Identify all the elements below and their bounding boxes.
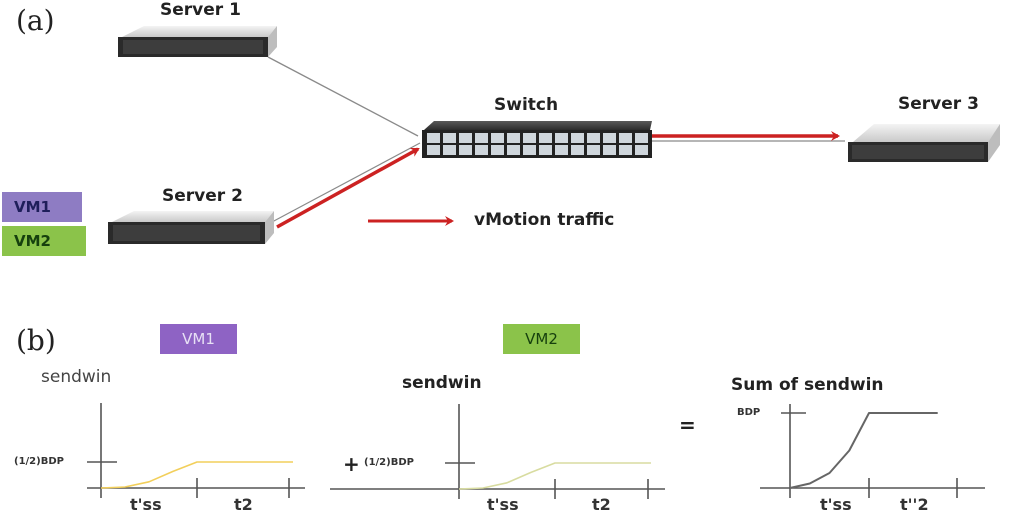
switch-port (491, 145, 504, 155)
switch-port (587, 133, 600, 143)
chart3-xlabel-2: t''2 (900, 495, 929, 514)
vm2-tag-label: VM2 (525, 330, 558, 348)
chart1-xlabel-2-text: t2 (234, 495, 253, 514)
chart1-ytick-label: (1/2)BDP (14, 456, 64, 467)
switch-port (507, 145, 520, 155)
vm2-box-label: VM2 (14, 232, 51, 250)
switch-port (459, 133, 472, 143)
switch-label: Switch (494, 95, 559, 115)
switch-port (603, 133, 616, 143)
equals-operator: = (679, 413, 696, 437)
panel-b-label: (b) (16, 324, 56, 357)
switch-port (555, 133, 568, 143)
vm1-tag: VM1 (160, 324, 237, 354)
switch-port (523, 145, 536, 155)
switch-port (539, 133, 552, 143)
switch-port (635, 133, 648, 143)
panel-a-label: (a) (16, 4, 55, 37)
switch-port (443, 133, 456, 143)
chart3-xlabel-1-text: t'ss (820, 495, 852, 514)
chart1-xlabel-1: t'ss (130, 495, 162, 514)
switch-port (587, 145, 600, 155)
chart3-series-line (789, 412, 938, 489)
switch-port (635, 145, 648, 155)
chart1-xlabel-1-text: t'ss (130, 495, 162, 514)
switch-port (427, 133, 440, 143)
switch-port (459, 145, 472, 155)
vm1-box: VM1 (2, 192, 82, 222)
vmotion-arrow-server2-switch (276, 147, 420, 229)
vm1-box-label: VM1 (14, 198, 51, 216)
switch-port (507, 133, 520, 143)
chart1-title: sendwin (41, 367, 112, 387)
switch-port (443, 145, 456, 155)
chart2-xlabel-2: t2 (592, 495, 611, 514)
link-server1-switch (267, 56, 419, 137)
switch-port (475, 145, 488, 155)
switch-port (491, 133, 504, 143)
chart2-xlabel-1-text: t'ss (487, 495, 519, 514)
plus-operator: + (343, 452, 360, 476)
server2-icon (108, 211, 274, 244)
switch-port (603, 145, 616, 155)
chart3-title: Sum of sendwin (731, 375, 884, 395)
chart2-ytick-label: (1/2)BDP (364, 457, 414, 468)
legend-label: vMotion traffic (474, 210, 615, 230)
vm2-tag: VM2 (503, 324, 580, 354)
chart2-series-line (458, 462, 651, 490)
chart3-ytick-label: BDP (737, 407, 761, 418)
chart2-xlabel-2-text: t2 (592, 495, 611, 514)
server3-icon (848, 124, 1000, 162)
switch-port (555, 145, 568, 155)
switch-icon (422, 121, 652, 158)
chart3-xlabel-2-text: t''2 (900, 495, 929, 514)
switch-port (427, 145, 440, 155)
vm1-tag-label: VM1 (182, 330, 215, 348)
chart1-xlabel-2: t2 (234, 495, 253, 514)
vm2-box: VM2 (2, 226, 86, 256)
chart2-xlabel-1: t'ss (487, 495, 519, 514)
server3-label: Server 3 (898, 94, 979, 114)
switch-port (539, 145, 552, 155)
server2-label: Server 2 (162, 186, 243, 206)
chart1-series-line (100, 461, 293, 489)
switch-port (571, 145, 584, 155)
server1-label: Server 1 (160, 0, 241, 20)
switch-port (475, 133, 488, 143)
switch-port (619, 133, 632, 143)
switch-port (619, 145, 632, 155)
switch-port (523, 133, 536, 143)
chart2-title: sendwin (402, 373, 482, 393)
switch-port (571, 133, 584, 143)
server1-icon (118, 26, 277, 57)
chart3-xlabel-1: t'ss (820, 495, 852, 514)
link-server2-switch-gray (271, 142, 421, 223)
